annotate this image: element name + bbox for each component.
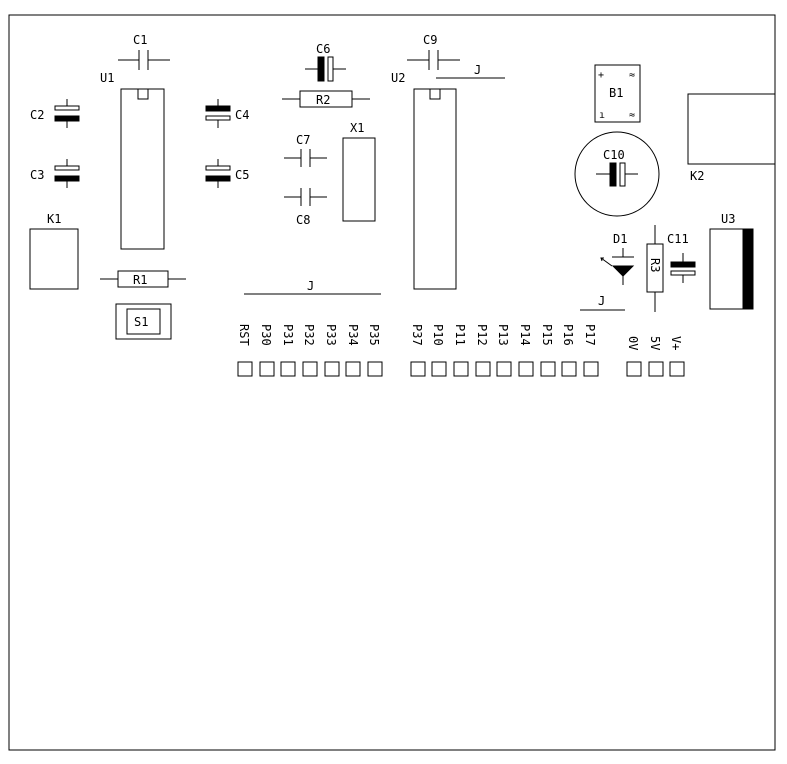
pin-pad bbox=[259, 361, 275, 377]
u1-label: U1 bbox=[100, 71, 114, 85]
bridge-plus-mark: + bbox=[598, 70, 604, 81]
pin-label: P11 bbox=[453, 324, 467, 346]
pin-label: V+ bbox=[669, 336, 683, 350]
capacitor-c8 bbox=[284, 188, 327, 206]
capacitor-c4 bbox=[205, 99, 231, 128]
b1-label: B1 bbox=[609, 86, 623, 100]
pin-labels-group1: RST P30 P31 P32 P33 P34 P35 bbox=[237, 324, 381, 346]
pin-label: P37 bbox=[410, 324, 424, 346]
pin-label: P12 bbox=[475, 324, 489, 346]
pin-label: P17 bbox=[583, 324, 597, 346]
pin-pad bbox=[367, 361, 383, 377]
pin-pad bbox=[431, 361, 447, 377]
r3-label: R3 bbox=[648, 258, 662, 272]
pin-label: P15 bbox=[540, 324, 554, 346]
bridge-minus-mark: ı bbox=[599, 110, 605, 121]
resistor-r1 bbox=[100, 270, 186, 288]
switch-s1 bbox=[115, 303, 172, 340]
ic-u1 bbox=[120, 88, 165, 250]
ic-u2 bbox=[413, 88, 457, 290]
pin-label: RST bbox=[237, 324, 251, 346]
pin-pads-group3 bbox=[626, 361, 685, 377]
pin-pad bbox=[540, 361, 556, 377]
resistor-r3 bbox=[646, 225, 664, 312]
pin-label: P16 bbox=[561, 324, 575, 346]
pin-pad bbox=[302, 361, 318, 377]
capacitor-c3 bbox=[54, 159, 80, 188]
pin-pad bbox=[345, 361, 361, 377]
capacitor-c7 bbox=[284, 149, 327, 167]
capacitor-c10 bbox=[574, 131, 660, 217]
pin-pad bbox=[410, 361, 426, 377]
pin-pads-group2 bbox=[410, 361, 599, 377]
s1-label: S1 bbox=[134, 315, 148, 329]
capacitor-c1 bbox=[118, 50, 170, 70]
connector-k2 bbox=[687, 93, 776, 165]
c1-label: C1 bbox=[133, 33, 147, 47]
pin-label: P10 bbox=[431, 324, 445, 346]
pin-pad bbox=[583, 361, 599, 377]
regulator-u3 bbox=[709, 228, 754, 310]
c9-label: C9 bbox=[423, 33, 437, 47]
pin-pad bbox=[669, 361, 685, 377]
pin-label: P13 bbox=[496, 324, 510, 346]
pin-pad bbox=[496, 361, 512, 377]
pin-pad bbox=[324, 361, 340, 377]
pin-label: 5V bbox=[648, 336, 662, 350]
c8-label: C8 bbox=[296, 213, 310, 227]
c4-label: C4 bbox=[235, 108, 249, 122]
pin-label: P32 bbox=[302, 324, 316, 346]
j1-label: J bbox=[307, 279, 314, 293]
pin-label: 0V bbox=[626, 336, 640, 350]
pin-pad bbox=[626, 361, 642, 377]
j3-label: J bbox=[598, 294, 605, 308]
k2-label: K2 bbox=[690, 169, 704, 183]
pin-labels-group3: 0V 5V V+ bbox=[626, 336, 683, 350]
pin-pad bbox=[648, 361, 664, 377]
pin-pad bbox=[475, 361, 491, 377]
c7-label: C7 bbox=[296, 133, 310, 147]
pin-pad bbox=[453, 361, 469, 377]
r2-label: R2 bbox=[316, 93, 330, 107]
u2-label: U2 bbox=[391, 71, 405, 85]
bridge-b1 bbox=[594, 64, 641, 123]
capacitor-c11 bbox=[670, 253, 696, 283]
c2-label: C2 bbox=[30, 108, 44, 122]
c3-label: C3 bbox=[30, 168, 44, 182]
pin-pad bbox=[237, 361, 253, 377]
pin-label: P14 bbox=[518, 324, 532, 346]
pin-pad bbox=[280, 361, 296, 377]
c5-label: C5 bbox=[235, 168, 249, 182]
board-outline bbox=[8, 14, 776, 751]
x1-label: X1 bbox=[350, 121, 364, 135]
pin-labels-group2: P37 P10 P11 P12 P13 P14 P15 P16 P17 bbox=[410, 324, 597, 346]
r1-label: R1 bbox=[133, 273, 147, 287]
d1-label: D1 bbox=[613, 232, 627, 246]
k1-label: K1 bbox=[47, 212, 61, 226]
crystal-x1 bbox=[342, 137, 376, 222]
pin-label: P33 bbox=[324, 324, 338, 346]
j2-label: J bbox=[474, 63, 481, 77]
pin-pad bbox=[561, 361, 577, 377]
capacitor-c5 bbox=[205, 159, 231, 188]
connector-k1 bbox=[29, 228, 79, 290]
capacitor-c2 bbox=[54, 99, 80, 128]
pin-pad bbox=[518, 361, 534, 377]
resistor-r2 bbox=[282, 90, 370, 108]
c6-label: C6 bbox=[316, 42, 330, 56]
pin-pads-group1 bbox=[237, 361, 383, 377]
pin-label: P30 bbox=[259, 324, 273, 346]
pin-label: P31 bbox=[281, 324, 295, 346]
u3-label: U3 bbox=[721, 212, 735, 226]
pin-label: P34 bbox=[346, 324, 360, 346]
capacitor-c6 bbox=[305, 56, 346, 82]
pin-label: P35 bbox=[367, 324, 381, 346]
bridge-ac2-mark: ≈ bbox=[629, 110, 635, 121]
led-d1 bbox=[600, 248, 635, 285]
capacitor-c9 bbox=[407, 50, 460, 70]
c10-label: C10 bbox=[603, 148, 625, 162]
c11-label: C11 bbox=[667, 232, 689, 246]
bridge-ac1-mark: ≈ bbox=[629, 70, 635, 81]
